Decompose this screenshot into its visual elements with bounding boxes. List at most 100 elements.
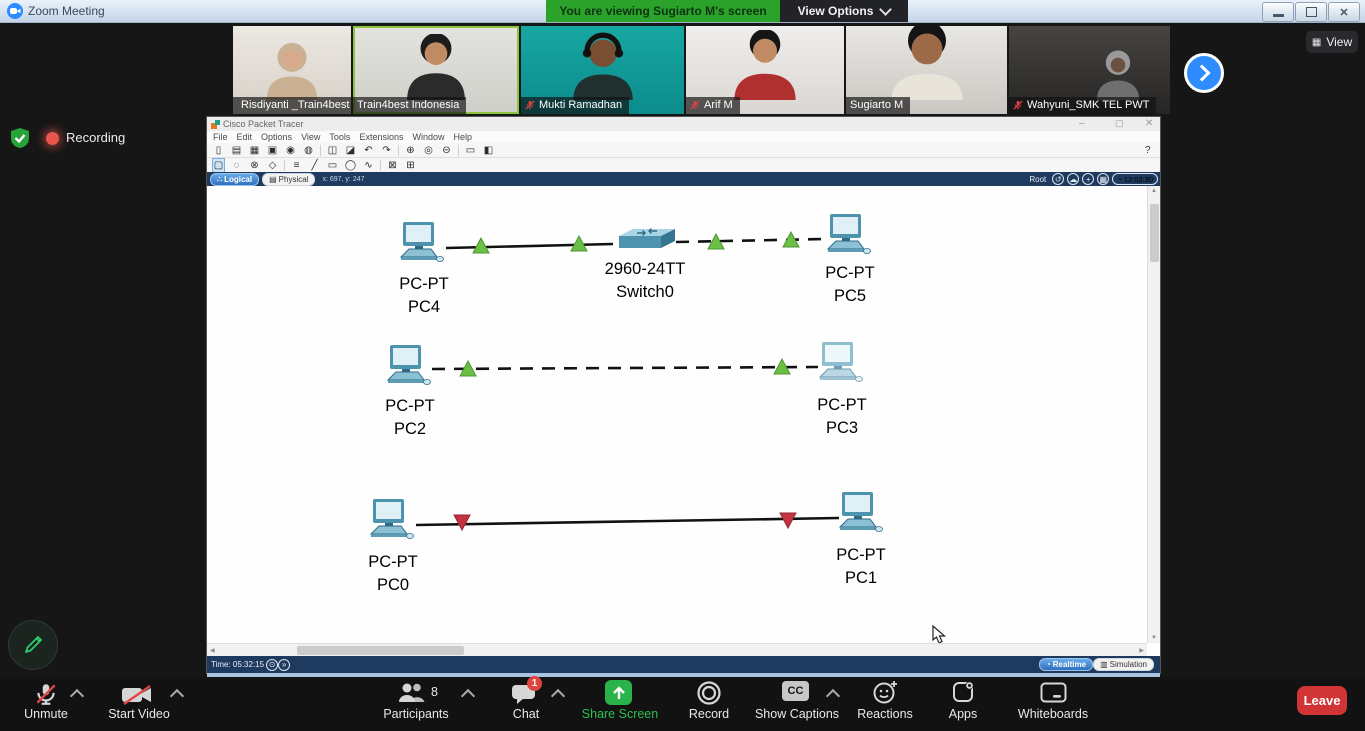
pt-canvas[interactable]: [207, 186, 1147, 643]
apps-icon[interactable]: [952, 681, 975, 704]
paste-icon[interactable]: ◪: [345, 144, 356, 156]
draw-freeform-icon[interactable]: ∿: [364, 159, 373, 171]
participant-tile[interactable]: Risdiyanti _Train4best: [233, 26, 351, 114]
resize-tool-icon[interactable]: ◇: [268, 159, 277, 171]
pt-help-mark[interactable]: ?: [1145, 145, 1151, 156]
tab-realtime[interactable]: ◔Realtime: [1038, 658, 1094, 671]
pt-minimize-button[interactable]: –: [1079, 118, 1085, 129]
move-workspace-icon[interactable]: +: [1082, 173, 1095, 185]
participant-tile[interactable]: Arif M: [686, 26, 844, 114]
share-screen-icon[interactable]: [605, 680, 632, 705]
add-complex-pdu-icon[interactable]: ⊞: [406, 159, 415, 171]
undo-icon[interactable]: ↶: [364, 144, 373, 156]
custom-device-icon[interactable]: ◧: [483, 144, 494, 156]
copy-icon[interactable]: ◫: [327, 144, 338, 156]
new-file-icon[interactable]: ▯: [215, 144, 222, 156]
device-pc4-icon[interactable]: [397, 221, 445, 265]
participant-tile[interactable]: Mukti Ramadhan: [521, 26, 684, 114]
device-pc0-icon[interactable]: [367, 498, 415, 542]
clock-display[interactable]: ◔12:02:30: [1112, 173, 1158, 185]
inspect-tool-icon[interactable]: ◌: [233, 159, 240, 171]
zoom-reset-icon[interactable]: ◎: [424, 144, 433, 156]
menu-window[interactable]: Window: [412, 132, 445, 142]
zoom-out-icon[interactable]: ⊖: [442, 144, 451, 156]
reactions-label[interactable]: Reactions: [857, 707, 913, 721]
environment-icon[interactable]: ☁: [1067, 173, 1080, 185]
device-pc1-icon[interactable]: [836, 491, 884, 535]
save-icon[interactable]: ▦: [249, 144, 260, 156]
minimize-button[interactable]: [1262, 2, 1294, 22]
add-simple-pdu-icon[interactable]: ⊠: [388, 159, 397, 171]
link-switch0-pc5[interactable]: [675, 237, 827, 244]
back-navigation-icon[interactable]: ↺: [1052, 173, 1065, 185]
participants-icon[interactable]: [398, 682, 428, 704]
draw-ellipse-icon[interactable]: ◯: [344, 159, 357, 171]
draw-rectangle-icon[interactable]: ▭: [327, 159, 338, 171]
pt-horizontal-scrollbar[interactable]: ◀ ▶: [207, 643, 1147, 656]
menu-view[interactable]: View: [301, 132, 321, 142]
activity-wizard-icon[interactable]: ◉: [286, 144, 295, 156]
menu-tools[interactable]: Tools: [329, 132, 351, 142]
participant-tile[interactable]: Train4best Indonesia: [353, 26, 519, 114]
print-icon[interactable]: ▣: [267, 144, 278, 156]
place-note-icon[interactable]: ≡: [293, 159, 300, 171]
user-profile-icon[interactable]: ◍: [304, 144, 313, 156]
select-tool-icon[interactable]: ▢: [212, 157, 225, 173]
next-participants-button[interactable]: [1184, 53, 1224, 93]
open-file-icon[interactable]: ▤: [231, 144, 242, 156]
draw-line-icon[interactable]: ╱: [311, 159, 318, 171]
scroll-right-icon[interactable]: ▶: [1139, 648, 1144, 654]
tab-physical[interactable]: ▤Physical: [262, 172, 316, 186]
device-pc3-icon[interactable]: [816, 341, 864, 385]
view-options-button[interactable]: View Options: [780, 0, 908, 22]
view-button[interactable]: ▦ View: [1306, 31, 1358, 53]
delete-tool-icon[interactable]: ⊗: [250, 159, 259, 171]
chat-label[interactable]: Chat: [512, 707, 540, 721]
device-pc2-icon[interactable]: [384, 344, 432, 388]
record-label[interactable]: Record: [688, 707, 730, 721]
menu-file[interactable]: File: [213, 132, 228, 142]
pt-vertical-scrollbar[interactable]: ▲ ▼: [1147, 186, 1160, 643]
link-pc4-switch0[interactable]: [445, 242, 614, 250]
horizontal-scroll-thumb[interactable]: [297, 646, 464, 655]
share-screen-label[interactable]: Share Screen: [581, 707, 659, 721]
tab-logical[interactable]: ∴Logical: [210, 172, 260, 186]
apps-label[interactable]: Apps: [948, 707, 978, 721]
leave-button[interactable]: Leave: [1297, 686, 1347, 715]
close-button[interactable]: ✕: [1328, 2, 1360, 22]
maximize-button[interactable]: [1295, 2, 1327, 22]
closed-captions-icon[interactable]: CC: [782, 681, 809, 701]
redo-icon[interactable]: ↷: [382, 144, 391, 156]
video-off-icon[interactable]: [121, 683, 155, 707]
security-shield-icon[interactable]: [9, 127, 31, 149]
pt-close-button[interactable]: ✕: [1145, 118, 1154, 129]
scroll-left-icon[interactable]: ◀: [210, 648, 215, 654]
fast-forward-icon[interactable]: »: [278, 658, 291, 671]
start-video-label[interactable]: Start Video: [108, 707, 170, 721]
vertical-scroll-thumb[interactable]: [1150, 204, 1159, 262]
whiteboards-icon[interactable]: [1040, 682, 1067, 703]
menu-edit[interactable]: Edit: [236, 132, 253, 142]
recording-dot-icon[interactable]: [46, 132, 59, 145]
device-switch0-icon[interactable]: [613, 226, 677, 260]
unmute-label[interactable]: Unmute: [24, 707, 68, 721]
participant-tile[interactable]: Sugiarto M: [846, 26, 1007, 114]
link-pc2-pc3[interactable]: [431, 365, 819, 371]
menu-help[interactable]: Help: [453, 132, 472, 142]
mic-off-icon[interactable]: [33, 681, 59, 707]
participant-tile[interactable]: Wahyuni_SMK TEL PWT: [1009, 26, 1170, 114]
annotate-button[interactable]: [8, 620, 58, 670]
zoom-in-icon[interactable]: ⊕: [406, 144, 415, 156]
scroll-down-icon[interactable]: ▼: [1151, 635, 1157, 641]
show-captions-label[interactable]: Show Captions: [754, 707, 840, 721]
background-image-icon[interactable]: ▦: [1097, 173, 1110, 185]
scroll-up-icon[interactable]: ▲: [1151, 188, 1157, 194]
participants-label[interactable]: Participants: [383, 707, 449, 721]
pt-maximize-button[interactable]: ▢: [1115, 118, 1124, 128]
menu-options[interactable]: Options: [261, 132, 293, 142]
record-icon[interactable]: [696, 680, 722, 706]
reactions-icon[interactable]: [872, 679, 899, 706]
tab-simulation[interactable]: ▥Simulation: [1093, 658, 1154, 671]
drawing-palette-icon[interactable]: ▭: [465, 144, 476, 156]
whiteboards-label[interactable]: Whiteboards: [1017, 707, 1089, 721]
